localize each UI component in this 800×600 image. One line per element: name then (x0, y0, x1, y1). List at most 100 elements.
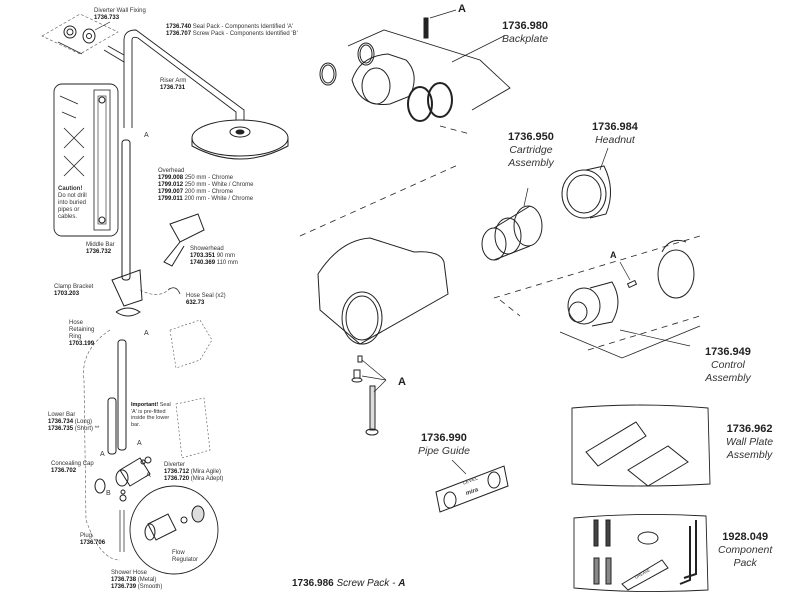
riser-arm-label: Riser Arm 1736.731 (160, 78, 186, 92)
pipe-guide-drawing (435, 459, 509, 513)
part-name: Plug (80, 533, 93, 539)
part-name: Ring (69, 334, 82, 340)
part-name: Screw Pack - (336, 578, 396, 589)
part-name: Flow (172, 550, 185, 556)
part-code: 1736.986 (292, 578, 334, 589)
variant-code: 1736.735 (48, 426, 74, 432)
middle-bar-label: Middle Bar 1736.732 (86, 242, 115, 256)
riser-arm-drawing (123, 29, 245, 128)
diverter-drawing (119, 457, 151, 487)
cartridge-assembly-drawing (481, 187, 543, 261)
concealing-cap-label: Concealing Cap 1736.702 (51, 461, 94, 475)
part-name: Overhead (158, 168, 185, 174)
part-code: 1928.049 (722, 531, 769, 543)
diverter-label: Diverter 1736.712 (Mira Agile) 1736.720 … (164, 462, 223, 483)
component-pack-label: 1928.049 Component Pack (718, 531, 772, 570)
important-note: Important! Seal 'A' is pre-fitted inside… (131, 402, 171, 428)
callout-a: A (398, 376, 406, 388)
overhead-drawing (191, 119, 289, 157)
lower-bar-label: Lower Bar 1736.734 (Long) 1736.735 (Shor… (48, 412, 99, 433)
part-name: Middle Bar (86, 242, 115, 248)
part-name: Lower Bar (48, 412, 76, 418)
concealing-cap-drawing (94, 478, 106, 494)
part-name: Seal Pack - Components Identified 'A' (192, 24, 294, 30)
part-code: 1736.984 (592, 121, 638, 133)
caution-line: pipes or (58, 207, 80, 213)
variant-finish: - Chrome (208, 189, 234, 195)
control-assembly-label: 1736.949 Control Assembly (705, 346, 751, 385)
variant-code: 1736.720 (164, 476, 190, 482)
variant-finish: - White / Chrome (208, 182, 254, 188)
variant-note: (Long) (74, 419, 93, 425)
part-code: 1736.732 (86, 249, 112, 255)
part-name: Diverter (164, 462, 186, 468)
magnified-view-circle (129, 485, 219, 575)
seal-pack-label: 1736.740 Seal Pack - Components Identifi… (166, 24, 293, 31)
part-name: Cartridge (509, 144, 553, 156)
screw-pack-label: 1736.986 Screw Pack - A (292, 578, 405, 589)
part-name: Assembly (726, 449, 773, 461)
callout-a: A (398, 578, 406, 589)
variant-size: 250 mm (184, 175, 207, 181)
variant-code: 1799.008 (158, 175, 184, 181)
caution-title: Caution! (58, 186, 83, 192)
flow-regulator-label: Flow Regulator (172, 550, 198, 564)
important-line: inside the lower (131, 415, 170, 421)
lower-bar-long-drawing (117, 339, 127, 451)
variant-code: 1799.007 (158, 189, 184, 195)
pipe-guide-label: 1736.990 Pipe Guide (418, 432, 470, 458)
callout-a: A (137, 440, 142, 447)
part-name: Regulator (172, 557, 199, 563)
caution-note: Caution! Do not drill into buried pipes … (58, 186, 87, 221)
plug-label: Plug 1736.706 (80, 533, 105, 547)
part-name: Riser Arm (160, 78, 187, 84)
caution-line: into buried (58, 200, 87, 206)
part-code: 1736.962 (726, 423, 773, 435)
control-assembly-drawing (567, 239, 695, 327)
diverter-wall-fixing-label: Diverter Wall Fixing 1736.733 (94, 8, 146, 22)
part-name: Screw Pack - Components Identified 'B' (192, 31, 298, 37)
variant-finish: - White / Chrome (207, 196, 254, 202)
important-title: Important! (131, 402, 159, 408)
callout-b: B (106, 490, 111, 497)
caution-panel (53, 83, 119, 237)
overhead-label: Overhead 1799.008 250 mm - Chrome 1799.0… (158, 168, 253, 203)
variant-note: (Smooth) (137, 584, 163, 590)
callout-a: A (610, 250, 617, 260)
part-name: Showerhead (190, 246, 224, 252)
part-code: 1736.990 (421, 432, 467, 444)
variant-size: 110 mm (216, 260, 238, 266)
body-drawing (317, 237, 449, 345)
important-line: 'A' is pre-fitted (131, 408, 166, 415)
part-code: 1736.702 (51, 468, 77, 474)
variant-size: 200 mm (184, 196, 207, 202)
clamp-bracket-drawing (111, 269, 143, 317)
variant-note: (Short) ** (74, 426, 100, 432)
part-code: 1736.731 (160, 85, 186, 91)
variant-note: (Metal) (137, 577, 157, 583)
hose-retaining-ring-label: Hose Retaining Ring 1703.199 (69, 320, 94, 348)
headnut-drawing (561, 147, 611, 219)
variant-code: 1703.351 (190, 253, 216, 259)
middle-bar-drawing (121, 139, 131, 281)
part-name: Clamp Bracket (54, 284, 94, 290)
part-code: 1703.203 (54, 291, 80, 297)
variant-size: 250 mm (184, 182, 207, 188)
part-name: Backplate (502, 33, 549, 45)
lower-bar-short-drawing (107, 397, 117, 455)
part-name: Pipe Guide (418, 445, 470, 457)
caution-line: Do not drill (58, 193, 87, 199)
wall-plate-assembly-label: 1736.962 Wall Plate Assembly (726, 423, 773, 462)
callout-a: A (458, 3, 466, 15)
part-code: 1736.980 (502, 20, 548, 32)
part-name: Assembly (508, 157, 554, 169)
part-name: Retaining (69, 327, 95, 333)
cartridge-assembly-label: 1736.950 Cartridge Assembly (508, 131, 554, 170)
important-line: bar. (131, 421, 141, 428)
variant-size: 200 mm (184, 189, 207, 195)
part-name: Component (718, 544, 773, 556)
clamp-bracket-label: Clamp Bracket 1703.203 (54, 284, 93, 298)
part-name: Pack (733, 557, 757, 569)
showerhead-drawing (163, 213, 205, 267)
